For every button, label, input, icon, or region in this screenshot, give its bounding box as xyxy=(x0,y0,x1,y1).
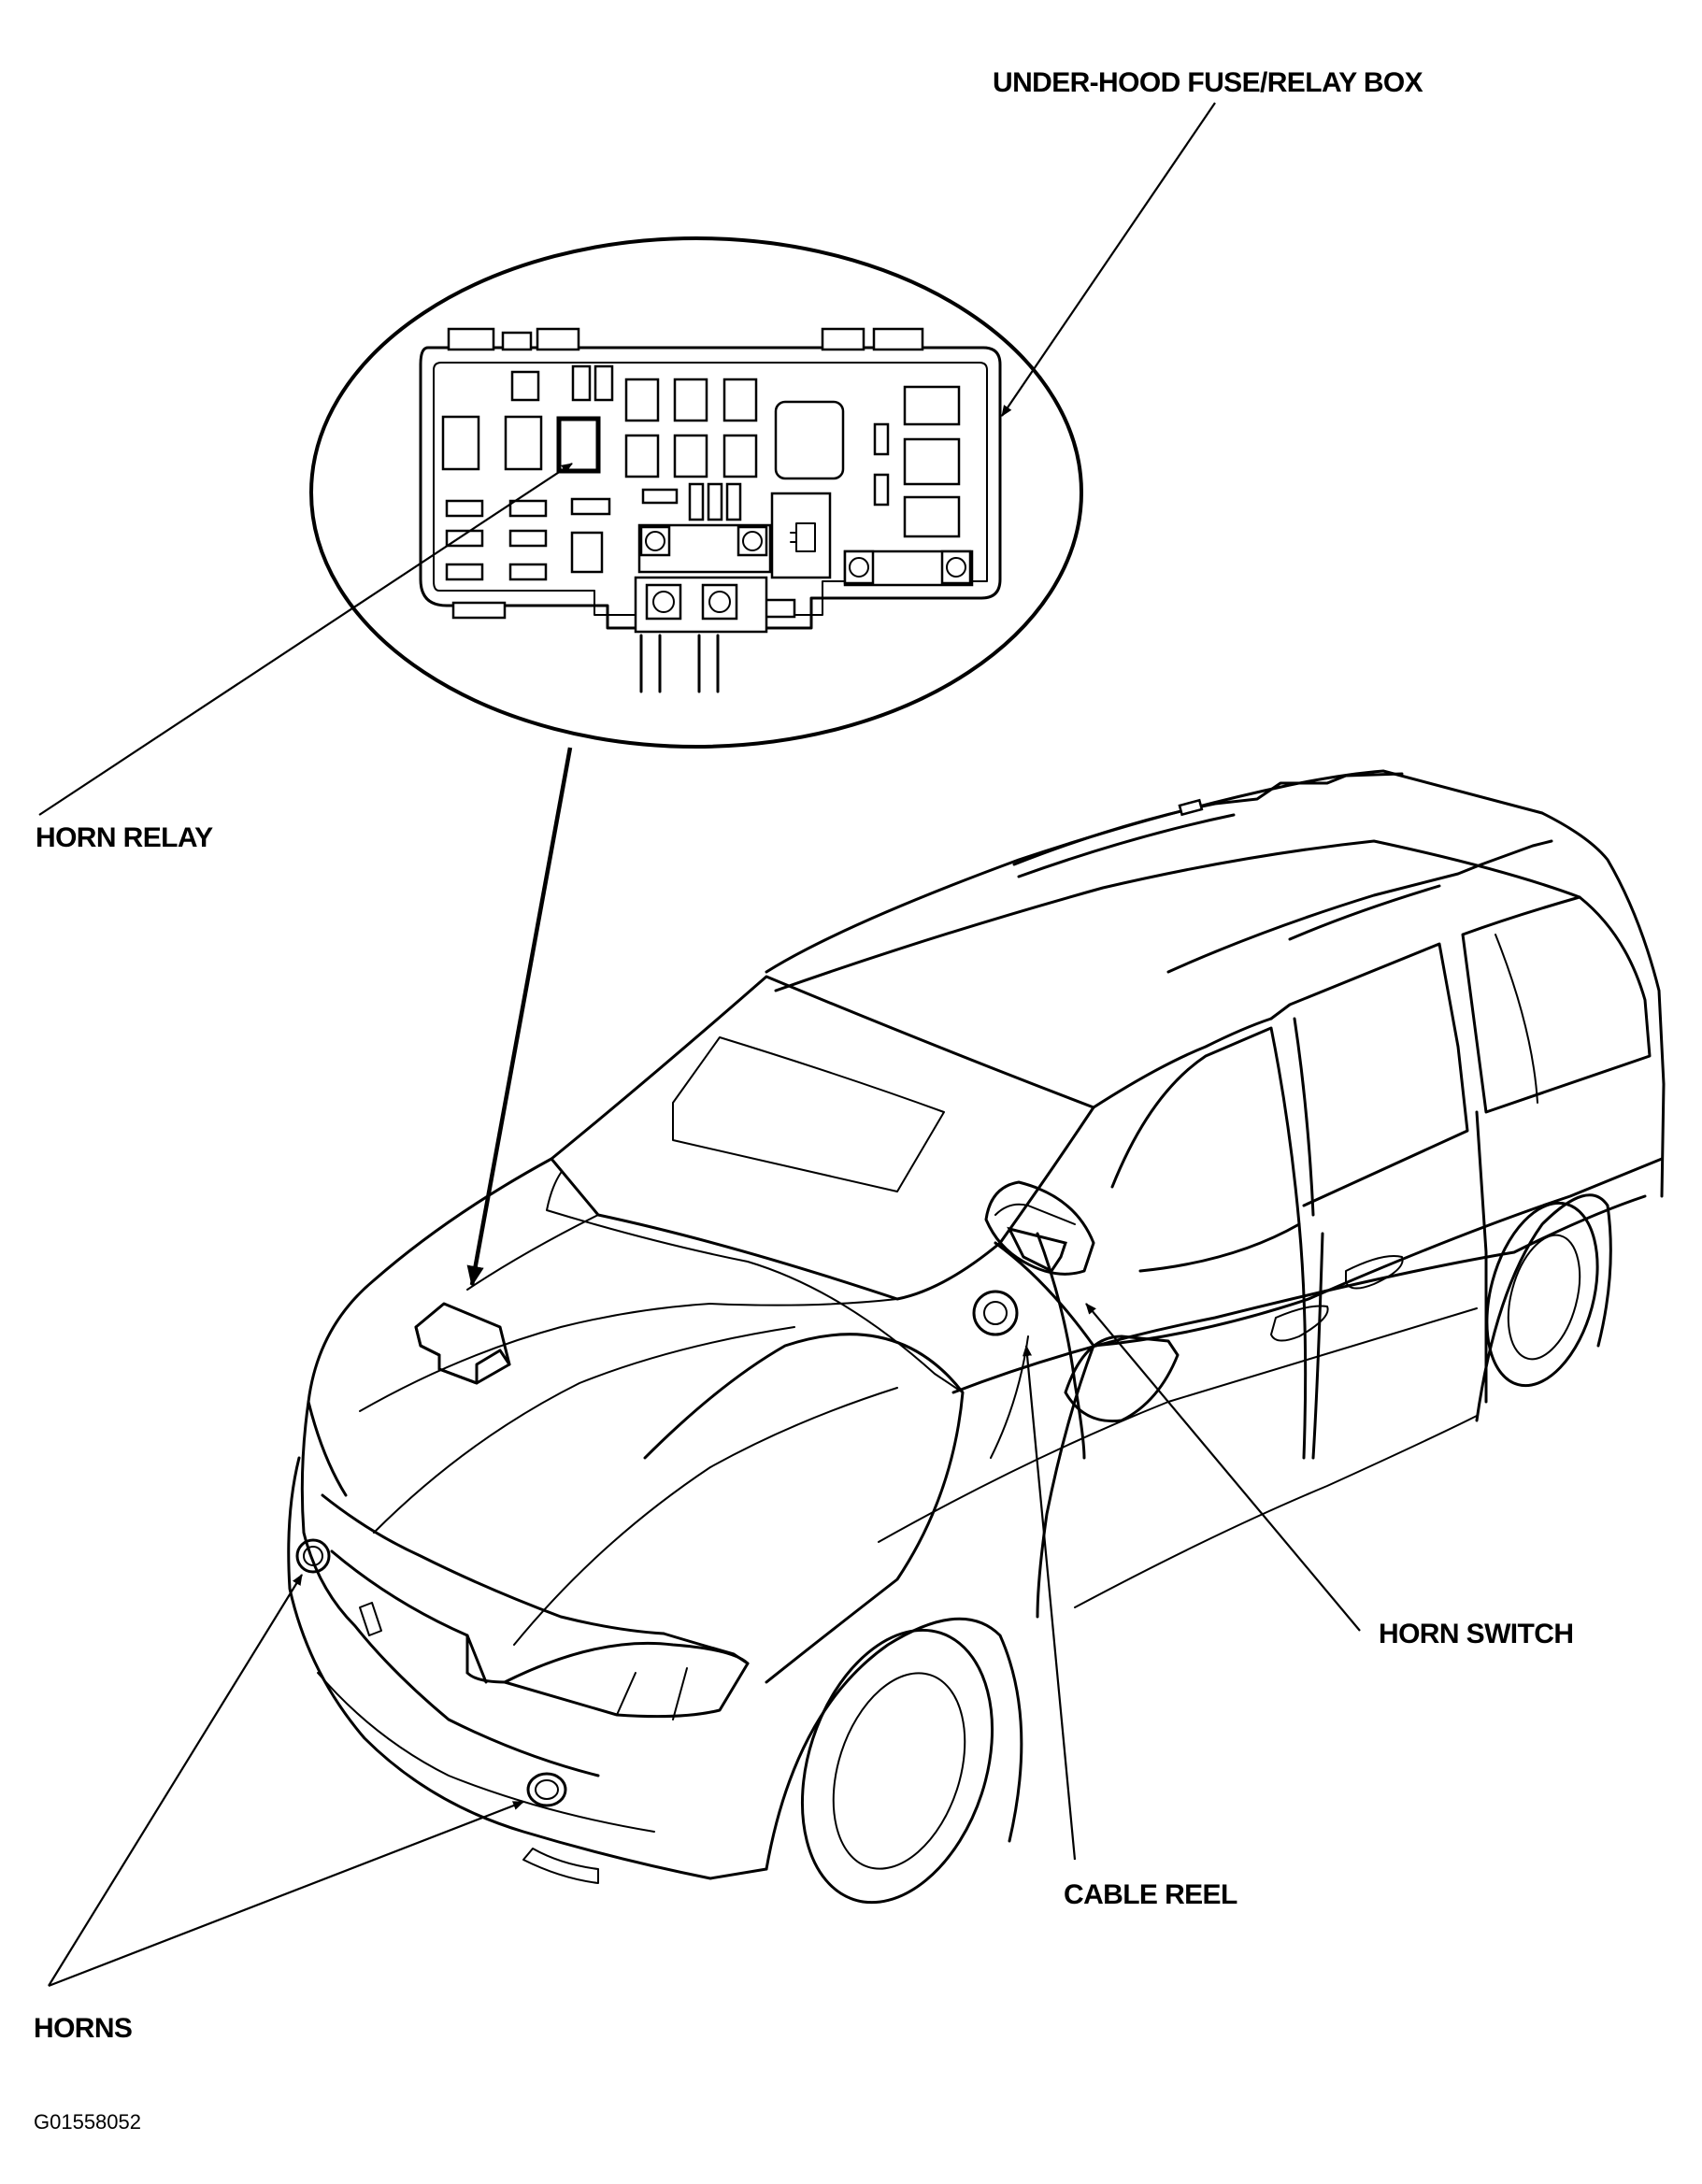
hood xyxy=(307,1157,553,1497)
leader-horn-relay xyxy=(38,463,573,816)
label-horn-switch: HORN SWITCH xyxy=(1379,1619,1573,1649)
leader-fuse-box xyxy=(1001,102,1216,417)
leader-horns-right xyxy=(48,1800,524,1988)
label-cable-reel: CABLE REEL xyxy=(1064,1879,1237,1910)
minivan-drawing xyxy=(287,769,1666,1905)
horn-right xyxy=(526,1772,567,1807)
leader-lines xyxy=(38,102,1361,1988)
horn-relay-highlight xyxy=(556,416,601,474)
horn-left xyxy=(295,1538,331,1574)
leader-inset-to-vehicle xyxy=(466,747,573,1287)
inset-ellipse xyxy=(309,236,1083,749)
label-horn-relay: HORN RELAY xyxy=(36,822,213,853)
leader-horns-left xyxy=(48,1574,303,1987)
leader-cable-reel xyxy=(1023,1345,1077,1861)
horn-relay-block xyxy=(414,1302,511,1385)
fuse-box-inset xyxy=(309,236,1083,749)
roof xyxy=(765,769,1666,1198)
label-fuse-box: UNDER-HOOD FUSE/RELAY BOX xyxy=(993,67,1423,98)
windshield xyxy=(550,975,1095,1301)
figure-id: G01558052 xyxy=(34,2110,141,2134)
label-horns: HORNS xyxy=(34,2013,132,2044)
fuse-box-housing xyxy=(419,346,1002,630)
leader-horn-switch xyxy=(1085,1303,1361,1632)
